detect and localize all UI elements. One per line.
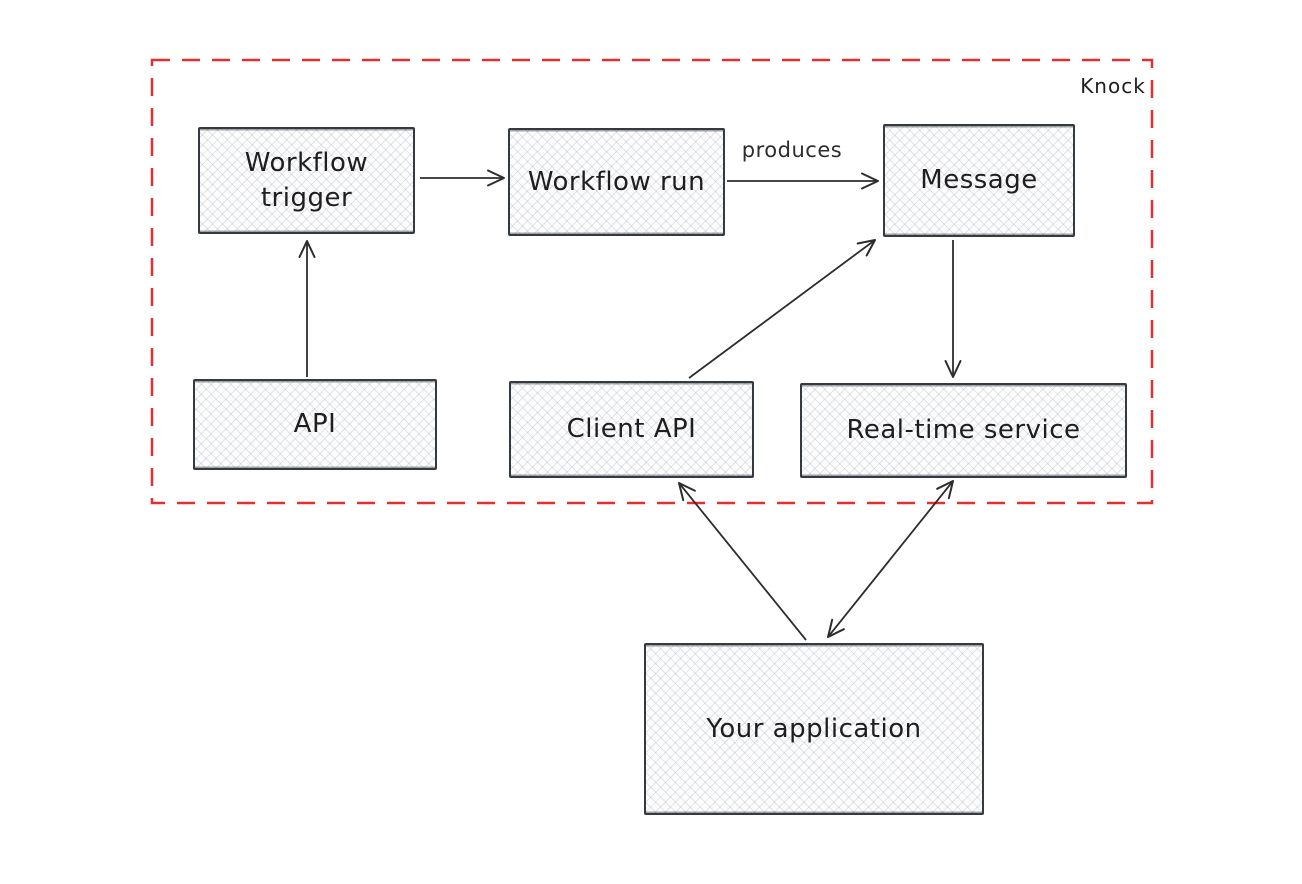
node-workflow-trigger-label: trigger bbox=[260, 182, 353, 213]
node-message: Message bbox=[883, 124, 1075, 237]
node-api-label: API bbox=[293, 409, 337, 440]
node-client-api-label: Client API bbox=[566, 414, 697, 445]
node-your-application-label: Your application bbox=[706, 713, 922, 744]
node-real-time-service-label: Real-time service bbox=[846, 415, 1081, 446]
arrow-label-run-to-message: produces bbox=[741, 138, 843, 162]
node-workflow-run-label: Workflow run bbox=[527, 166, 706, 197]
knock-boundary-label: Knock bbox=[1080, 74, 1146, 98]
node-real-time-service: Real-time service bbox=[800, 383, 1127, 478]
arrow-realtime-yourapp bbox=[827, 480, 954, 638]
node-your-application: Your application bbox=[644, 643, 984, 815]
node-api: API bbox=[193, 379, 437, 470]
arrow-clientapi-to-message bbox=[688, 239, 876, 379]
arrow-yourapp-to-clientapi bbox=[678, 482, 807, 641]
node-workflow-run: Workflow run bbox=[508, 128, 725, 236]
node-message-label: Message bbox=[920, 165, 1038, 196]
node-workflow-trigger-label: Workflow bbox=[244, 148, 369, 179]
node-client-api: Client API bbox=[509, 381, 754, 478]
